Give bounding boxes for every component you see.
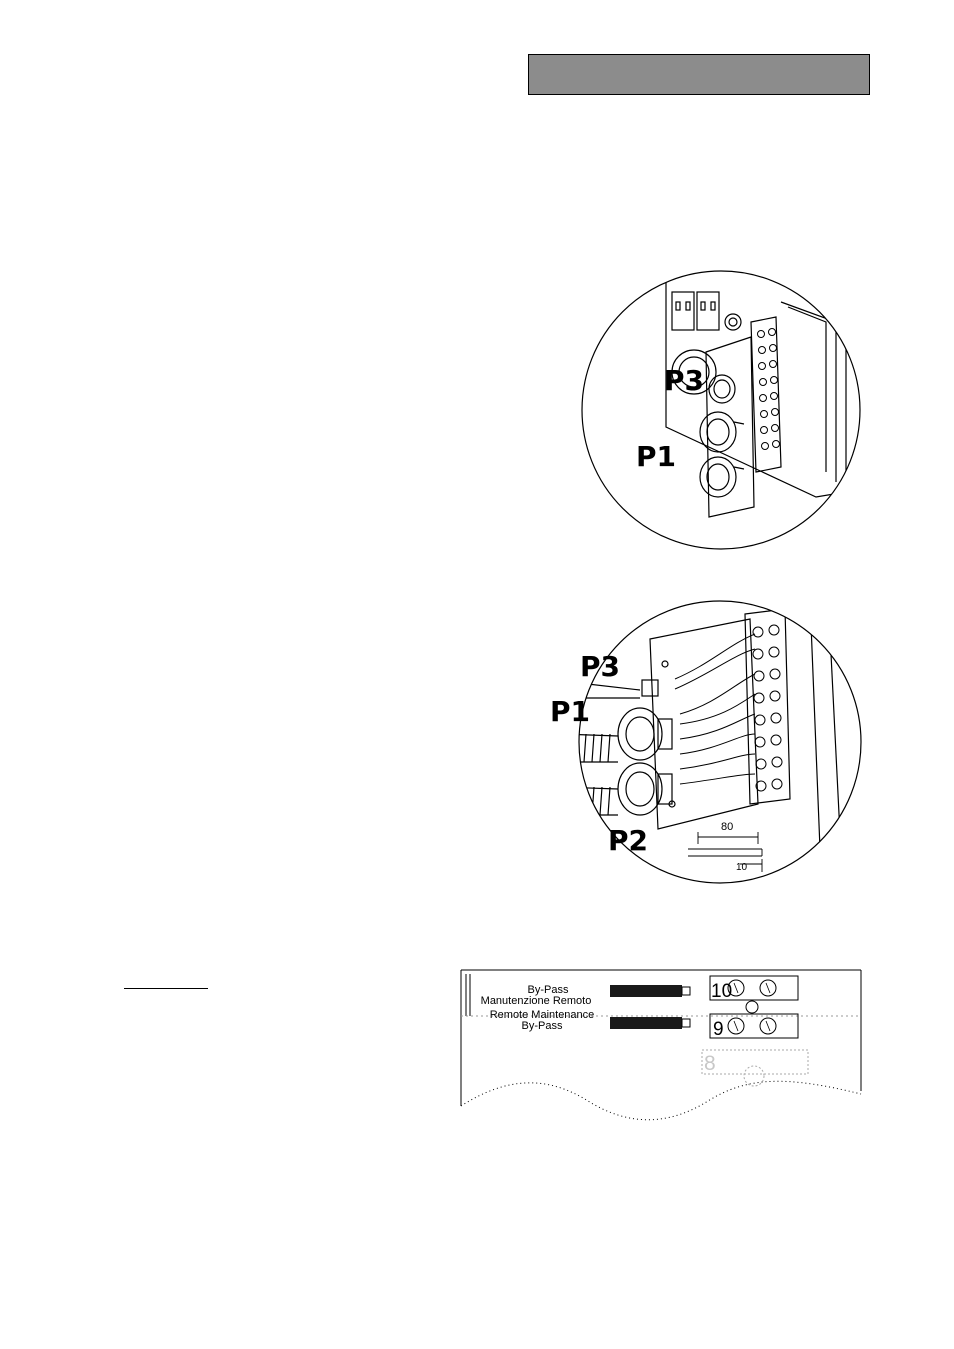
terminal-number-8: 8 bbox=[704, 1052, 716, 1075]
dimension-10: 10 bbox=[736, 862, 748, 873]
label-p3: P3 bbox=[664, 364, 704, 397]
label-p1: P1 bbox=[550, 695, 590, 728]
ups-rear-panel-figure: P3 P1 bbox=[581, 270, 861, 550]
label-p1: P1 bbox=[636, 440, 676, 473]
dimension-80: 80 bbox=[721, 821, 733, 833]
cable-gland-figure: P3 P1 P2 80 10 bbox=[550, 600, 862, 884]
remote-bypass-panel-figure: By-Pass Manutenzione Remoto Remote Maint… bbox=[460, 969, 862, 1121]
underline-rule bbox=[124, 988, 208, 989]
section-header-bar bbox=[528, 54, 870, 95]
label-p3: P3 bbox=[580, 650, 620, 683]
panel-line-manutenzione: Manutenzione Remoto bbox=[481, 995, 592, 1007]
terminal-number-9: 9 bbox=[713, 1019, 724, 1040]
label-p2: P2 bbox=[608, 824, 648, 857]
panel-line-bypass-en: By-Pass bbox=[522, 1020, 563, 1032]
panel-line-bypass-it: By-Pass bbox=[528, 984, 569, 996]
panel-line-remote-maintenance: Remote Maintenance bbox=[490, 1009, 595, 1021]
terminal-number-10: 10 bbox=[711, 981, 732, 1002]
